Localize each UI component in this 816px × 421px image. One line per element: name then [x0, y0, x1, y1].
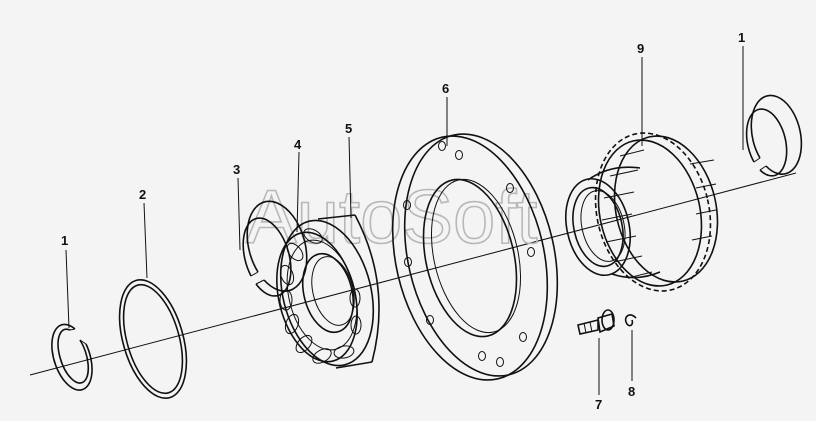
- callout-6: 6: [442, 81, 449, 96]
- shim-ring: [118, 278, 188, 400]
- retaining-ring: [242, 200, 308, 297]
- flange-plate: [391, 133, 559, 381]
- lock-washer: [624, 314, 637, 327]
- bearing-rollers: [279, 228, 362, 364]
- leader-lines: [65, 46, 744, 395]
- callout-9: 9: [637, 41, 644, 56]
- callout-8: 8: [628, 384, 635, 399]
- snap-ring-right: [745, 94, 803, 177]
- snap-ring-left: [51, 323, 93, 391]
- flange-bolt: [577, 309, 615, 335]
- callout-5: 5: [345, 121, 352, 136]
- spur-gear: [565, 132, 719, 292]
- watermark: AutoSoft: [246, 175, 538, 260]
- callout-4: 4: [294, 137, 302, 152]
- flange-bolt-holes: [403, 141, 535, 367]
- gear-hub: [565, 166, 661, 279]
- callout-1-right: 1: [738, 30, 745, 45]
- center-axis: [29, 172, 797, 376]
- roller-bearing: [276, 214, 380, 369]
- callout-1-left: 1: [61, 233, 68, 248]
- callout-3: 3: [233, 162, 240, 177]
- callout-2: 2: [139, 187, 146, 202]
- callout-7: 7: [595, 397, 602, 412]
